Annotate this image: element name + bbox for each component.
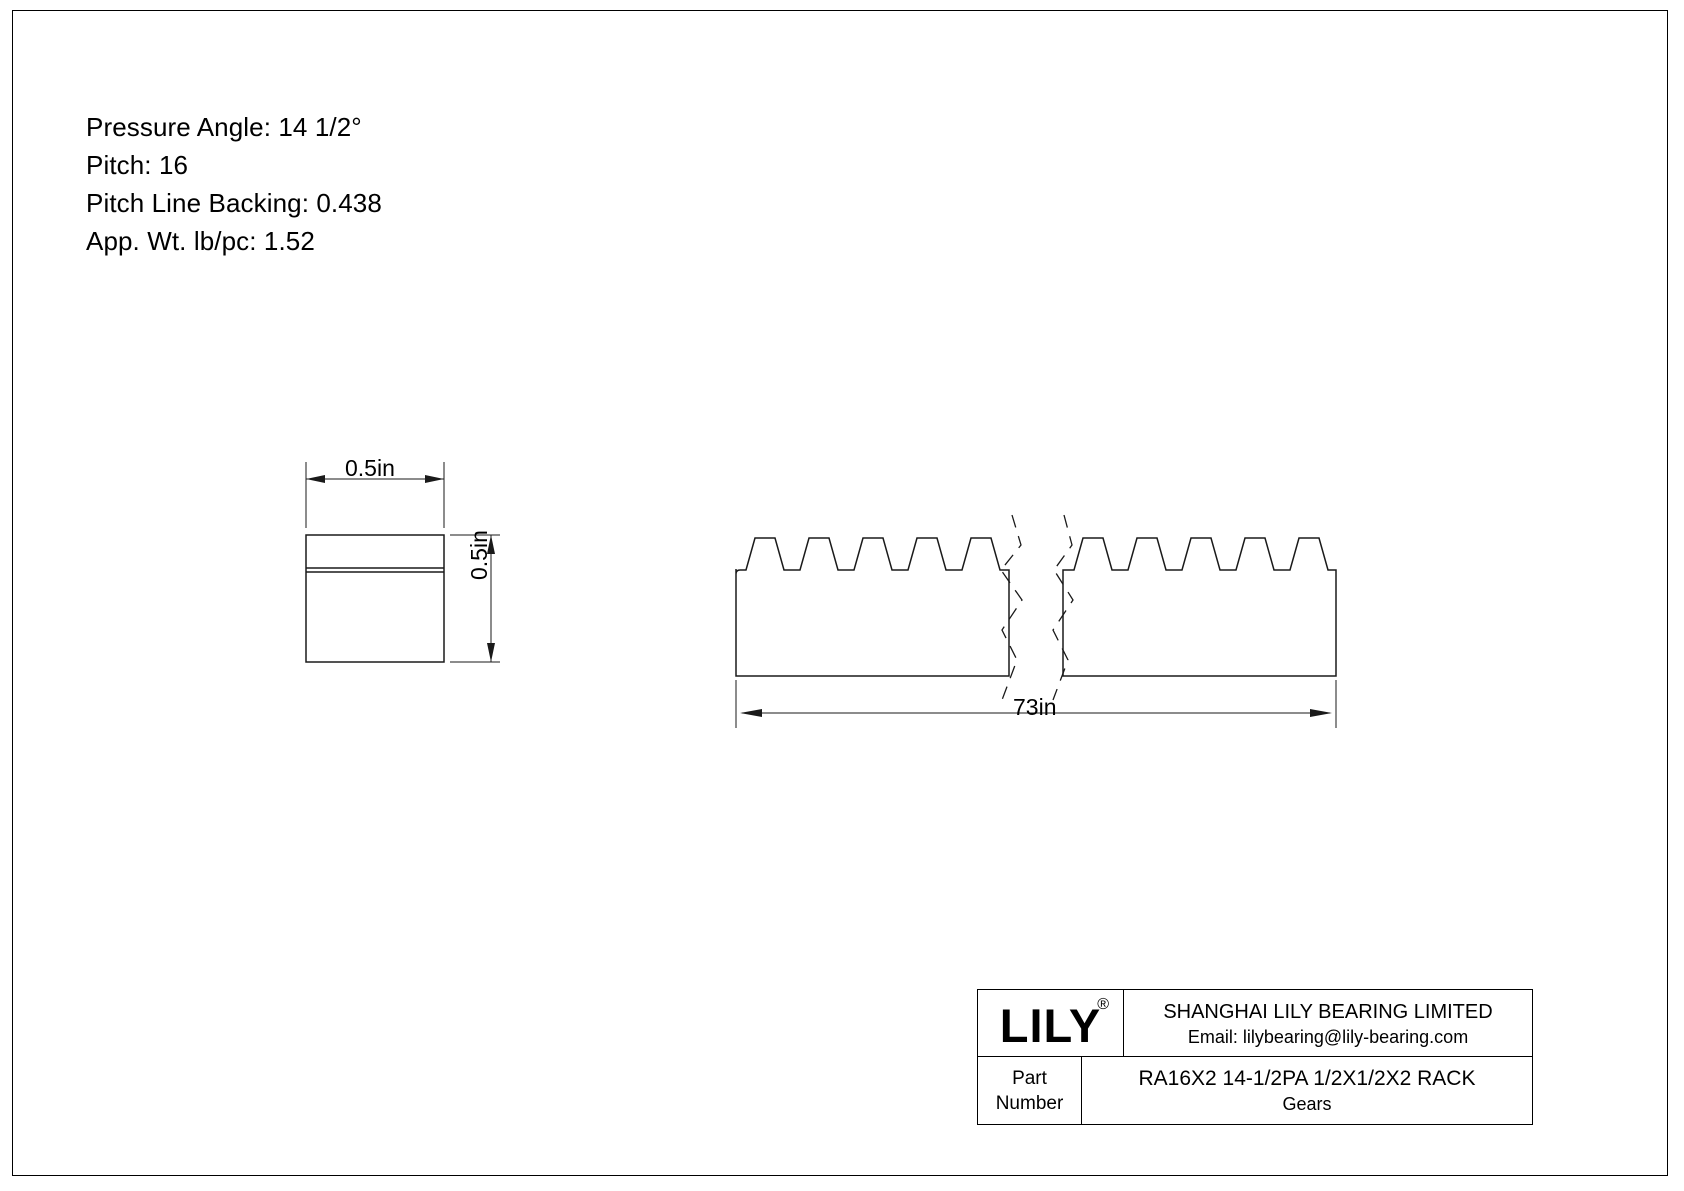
part-number-label: Part Number [978, 1057, 1082, 1124]
part-number-label-line2: Number [995, 1092, 1064, 1114]
company-email: Email: lilybearing@lily-bearing.com [1187, 1027, 1469, 1047]
dimension-height [450, 534, 500, 663]
section-outline [305, 534, 445, 663]
spec-pressure-angle: Pressure Angle: 14 1/2° [86, 112, 362, 142]
company-name: SHANGHAI LILY BEARING LIMITED [1163, 1001, 1493, 1023]
dimension-width [305, 462, 445, 528]
arrow-bottom [487, 643, 495, 662]
registered-trademark-icon: ® [1097, 996, 1109, 1013]
spec-pitch-line-backing: Pitch Line Backing: 0.438 [86, 188, 382, 218]
part-category-value: Gears [1282, 1094, 1332, 1114]
arrow-left [306, 475, 325, 483]
title-block-top-row: LILY ® SHANGHAI LILY BEARING LIMITED Ema… [978, 990, 1532, 1057]
arrow-end [1310, 709, 1332, 717]
rack-right-segment [1062, 537, 1337, 677]
dimension-label-height: 0.5in [466, 530, 492, 580]
break-line-left [1000, 514, 1023, 701]
rack-left-segment [735, 537, 1010, 677]
spec-approx-weight: App. Wt. lb/pc: 1.52 [86, 226, 315, 256]
break-lines [1000, 514, 1074, 701]
company-cell: SHANGHAI LILY BEARING LIMITED Email: lil… [1124, 990, 1532, 1056]
dimension-label-width: 0.5in [345, 455, 395, 481]
specification-list: Pressure Angle: 14 1/2° Pitch: 16 Pitch … [86, 108, 382, 260]
lily-logo-text: LILY [999, 998, 1102, 1052]
title-block: LILY ® SHANGHAI LILY BEARING LIMITED Ema… [977, 989, 1533, 1125]
title-block-bottom-row: Part Number RA16X2 14-1/2PA 1/2X1/2X2 RA… [978, 1057, 1532, 1124]
sheet-border [12, 10, 1668, 1176]
arrow-start [740, 709, 762, 717]
arrow-top [487, 535, 495, 554]
dimension-label-length: 73in [1013, 694, 1057, 720]
dimension-length [735, 680, 1337, 728]
part-number-value-cell: RA16X2 14-1/2PA 1/2X1/2X2 RACK Gears [1082, 1057, 1532, 1124]
logo-cell: LILY ® [978, 990, 1124, 1056]
break-line-right [1052, 514, 1074, 701]
arrow-right [425, 475, 444, 483]
spec-pitch: Pitch: 16 [86, 150, 189, 180]
part-number-label-line1: Part [1012, 1067, 1047, 1089]
part-number-value: RA16X2 14-1/2PA 1/2X1/2X2 RACK [1138, 1067, 1476, 1090]
